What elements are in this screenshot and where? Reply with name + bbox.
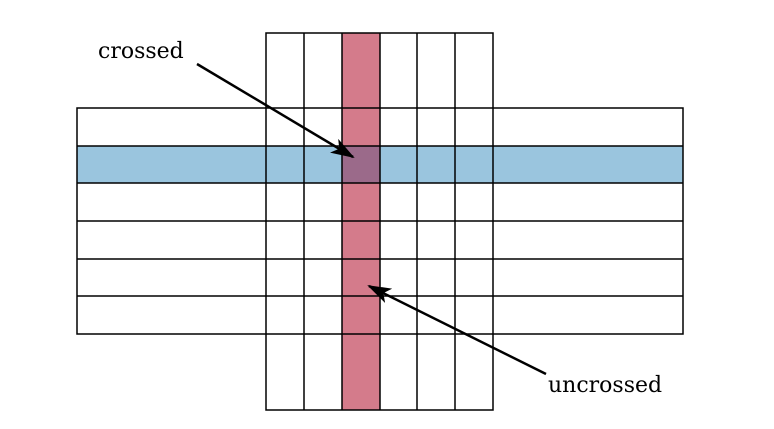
uncrossed-label: uncrossed (548, 373, 662, 398)
uncrossed-arrow (367, 284, 547, 376)
crossed-label: crossed (98, 39, 184, 64)
crossed-cell (342, 146, 380, 183)
column-dividers (303, 33, 456, 410)
crossed-arrow (196, 62, 355, 159)
